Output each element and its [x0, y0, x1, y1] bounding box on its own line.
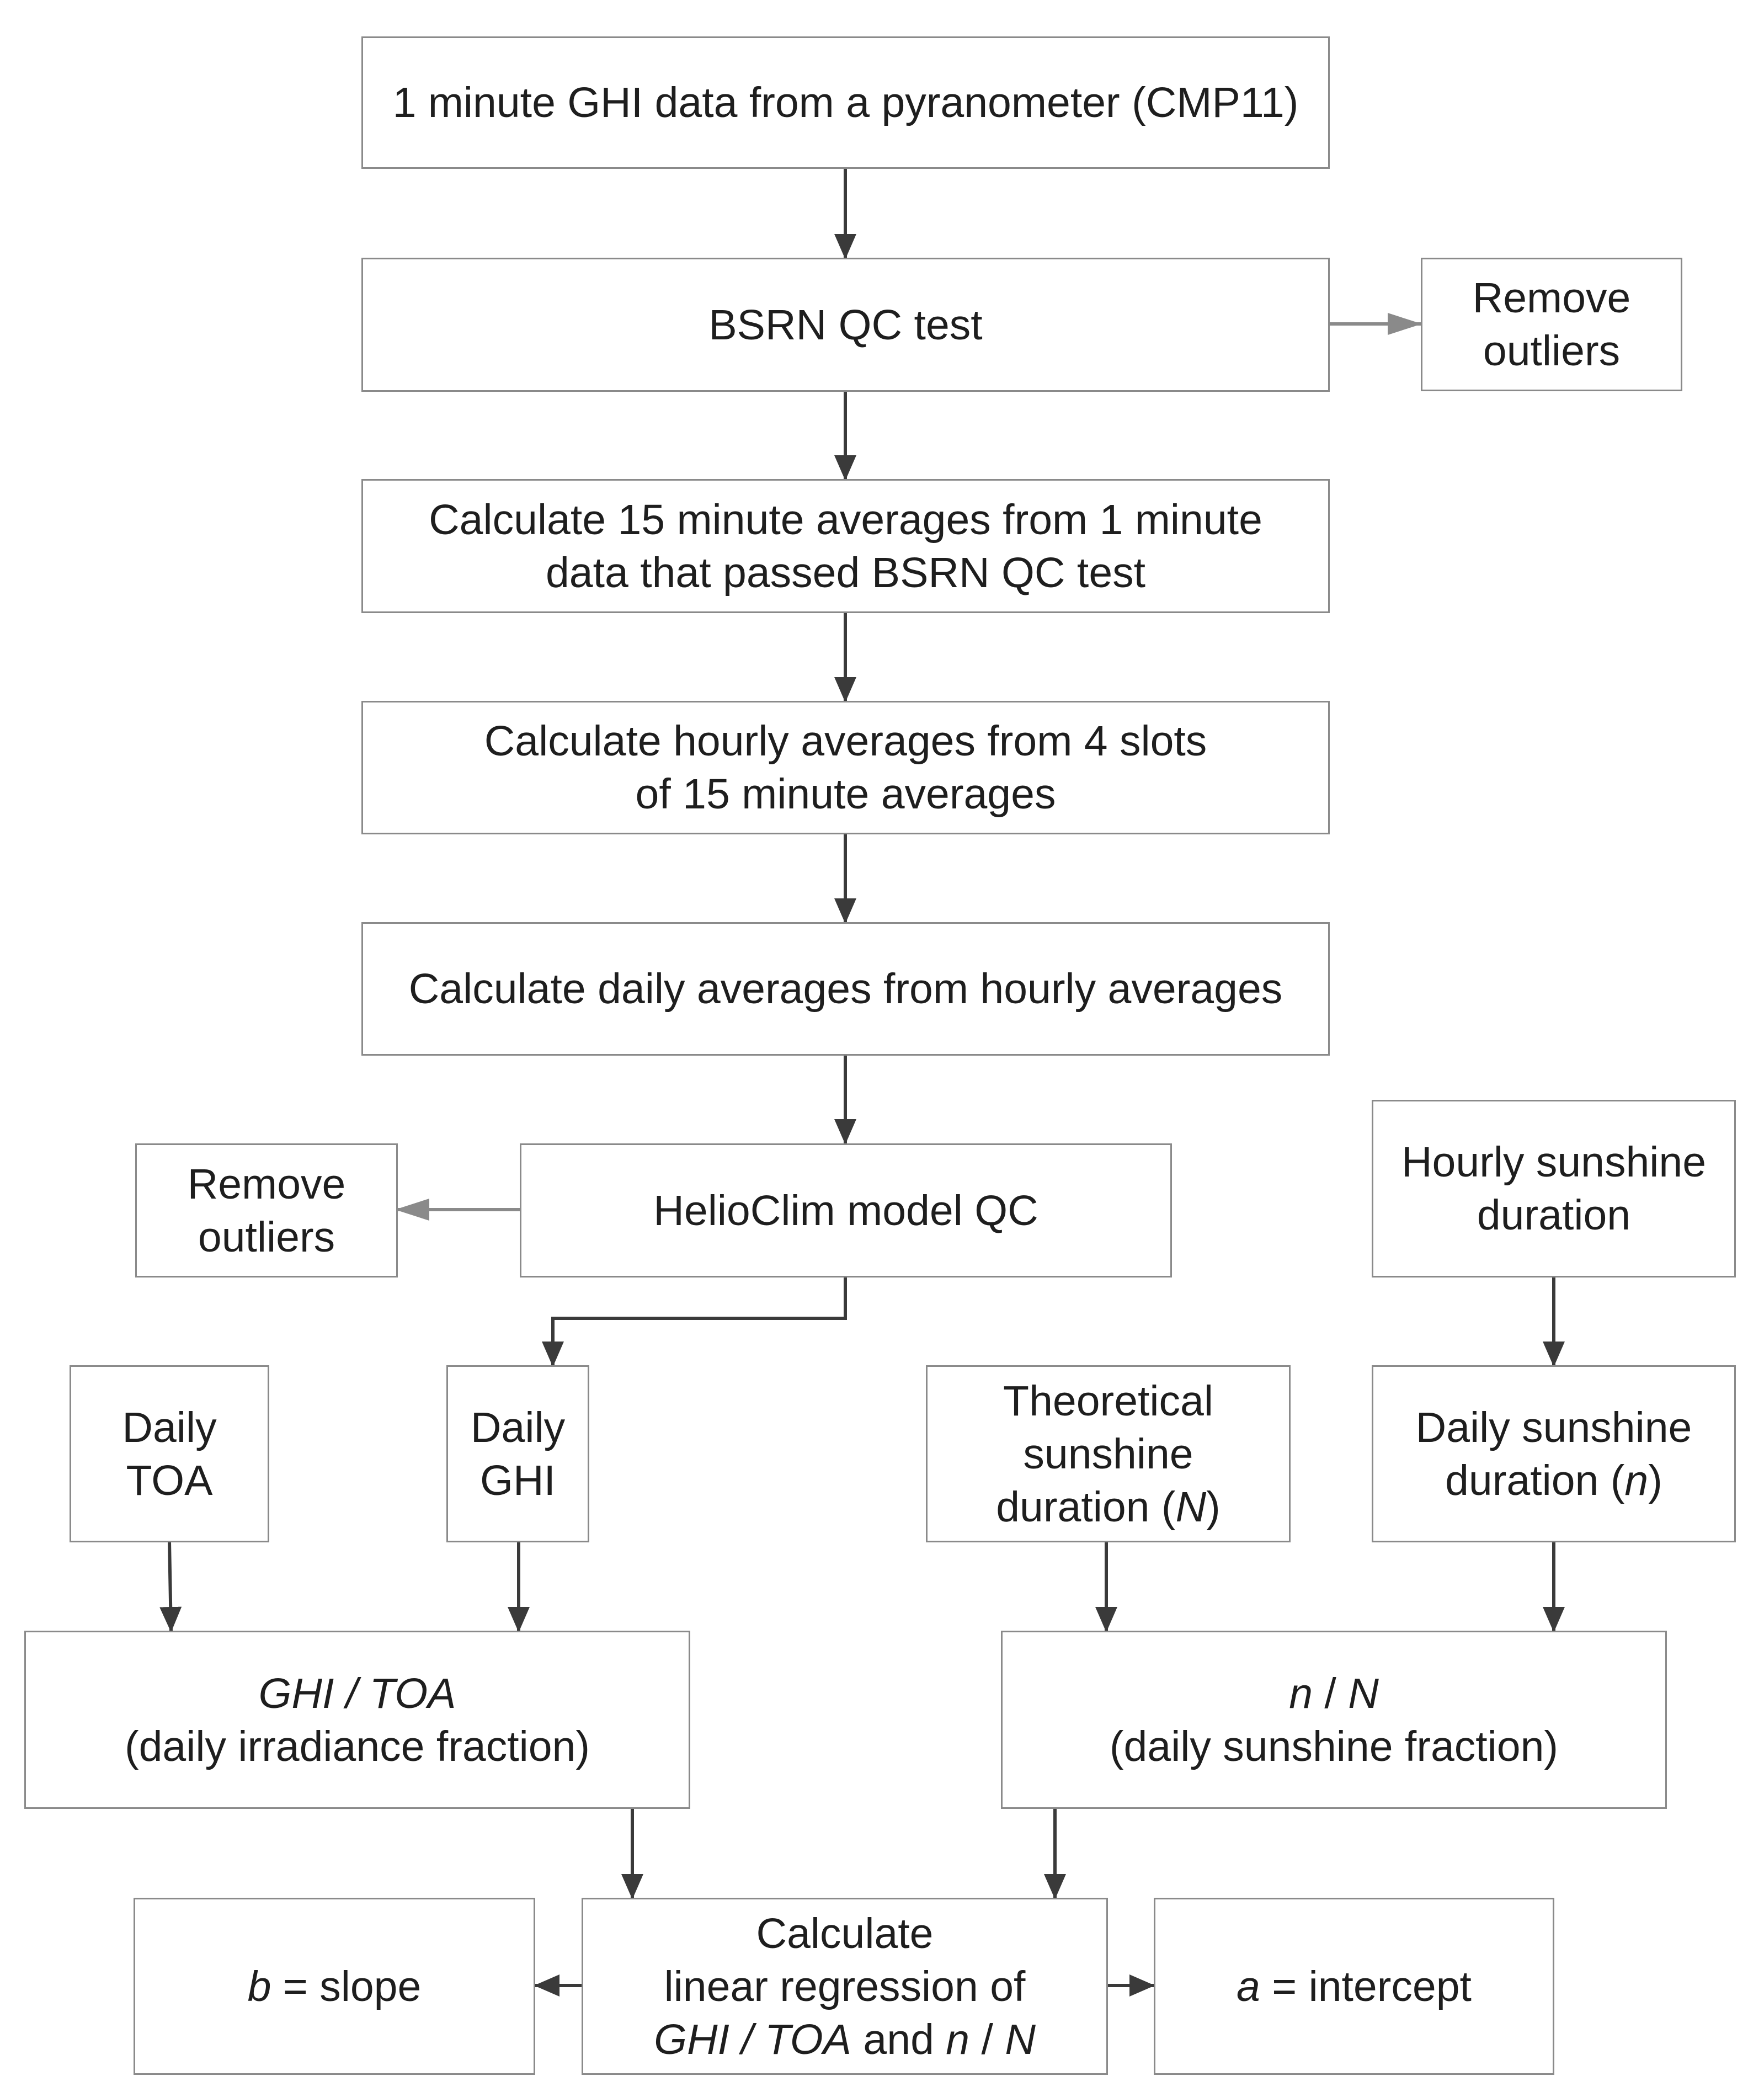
node-label: linear regression of	[664, 1962, 1026, 2010]
node-label: Calculate hourly averages from 4 slots	[484, 717, 1207, 765]
ratio-label: GHI / TOA	[654, 2015, 852, 2063]
variable-n: n	[1289, 1669, 1313, 1717]
variable-a: a	[1237, 1962, 1260, 2010]
node-label: (daily irradiance fraction)	[124, 1722, 590, 1770]
label-text: = slope	[271, 1962, 422, 2010]
sunshine-fraction-box: n / N (daily sunshine fraction)	[1001, 1631, 1667, 1809]
ratio-label: GHI / TOA	[258, 1669, 456, 1717]
node-label: Daily sunshine	[1415, 1403, 1692, 1451]
linear-regression-box: Calculate linear regression of GHI / TOA…	[582, 1898, 1108, 2075]
node-label: GHI / TOA and n / N	[654, 2013, 1036, 2066]
node-label: (daily sunshine fraction)	[1109, 1722, 1559, 1770]
node-label: duration	[1477, 1191, 1631, 1239]
node-label: BSRN QC test	[708, 301, 983, 349]
theoretical-sunshine-duration-box: Theoretical sunshine duration (N)	[926, 1365, 1291, 1542]
node-label: 1 minute GHI data from a pyranometer (CM…	[392, 79, 1299, 126]
label-text: = intercept	[1260, 1962, 1472, 2010]
node-label: duration (N)	[996, 1481, 1221, 1534]
label-text: /	[1313, 1669, 1349, 1717]
node-label: Daily	[470, 1403, 566, 1451]
daily-ghi-box: Daily GHI	[446, 1365, 589, 1542]
node-label: outliers	[1483, 327, 1621, 375]
node-label: b = slope	[248, 1960, 422, 2013]
slope-box: b = slope	[134, 1898, 535, 2075]
variable-b: b	[247, 1962, 271, 2010]
node-label: outliers	[198, 1213, 335, 1261]
arrow-daily-toa-to-ratio	[159, 1541, 182, 1632]
node-label: Calculate 15 minute averages from 1 minu…	[429, 496, 1262, 544]
label-text: )	[1206, 1483, 1221, 1531]
node-label: TOA	[126, 1456, 213, 1504]
label-text: and	[851, 2015, 946, 2063]
node-label: Hourly sunshine	[1401, 1138, 1707, 1186]
label-text: )	[1648, 1456, 1662, 1504]
variable-n: n	[1624, 1456, 1649, 1504]
variable-N: N	[1348, 1669, 1379, 1717]
node-label: Calculate	[756, 1909, 934, 1957]
remove-outliers-box-top: Remove outliers	[1421, 258, 1682, 391]
irradiance-fraction-box: GHI / TOA (daily irradiance fraction)	[24, 1631, 690, 1809]
daily-averages-box: Calculate daily averages from hourly ave…	[361, 922, 1330, 1056]
daily-toa-box: Daily TOA	[70, 1365, 269, 1542]
daily-sunshine-duration-box: Daily sunshine duration (n)	[1372, 1365, 1736, 1542]
hourly-sunshine-duration-box: Hourly sunshine duration	[1372, 1100, 1736, 1277]
ratio-label: n / N	[1289, 1667, 1379, 1720]
label-text: duration (	[996, 1483, 1176, 1531]
pyranometer-data-box: 1 minute GHI data from a pyranometer (CM…	[361, 36, 1330, 169]
variable-N: N	[1005, 2015, 1036, 2063]
node-label: duration (n)	[1445, 1454, 1662, 1507]
variable-n: n	[946, 2015, 970, 2063]
remove-outliers-box-middle: Remove outliers	[135, 1143, 398, 1277]
node-label: data that passed BSRN QC test	[545, 549, 1146, 597]
bsrn-qc-box: BSRN QC test	[361, 258, 1330, 392]
node-label: Theoretical	[1003, 1377, 1213, 1425]
node-label: Remove	[187, 1160, 346, 1208]
node-label: HelioClim model QC	[653, 1186, 1038, 1234]
node-label: Calculate daily averages from hourly ave…	[408, 965, 1283, 1013]
node-label: GHI	[480, 1456, 556, 1504]
node-label: of 15 minute averages	[635, 770, 1056, 818]
fifteen-minute-averages-box: Calculate 15 minute averages from 1 minu…	[361, 479, 1330, 613]
variable-N: N	[1175, 1483, 1207, 1531]
node-label: a = intercept	[1237, 1960, 1472, 2013]
helioclim-qc-box: HelioClim model QC	[520, 1143, 1172, 1277]
intercept-box: a = intercept	[1154, 1898, 1554, 2075]
node-label: sunshine	[1023, 1430, 1193, 1478]
node-label: Remove	[1472, 274, 1631, 322]
label-text: duration (	[1445, 1456, 1625, 1504]
label-text: /	[969, 2015, 1005, 2063]
hourly-averages-box: Calculate hourly averages from 4 slots o…	[361, 701, 1330, 834]
node-label: Daily	[122, 1403, 217, 1451]
arrow-helioclim-to-daily-ghi	[542, 1277, 847, 1367]
